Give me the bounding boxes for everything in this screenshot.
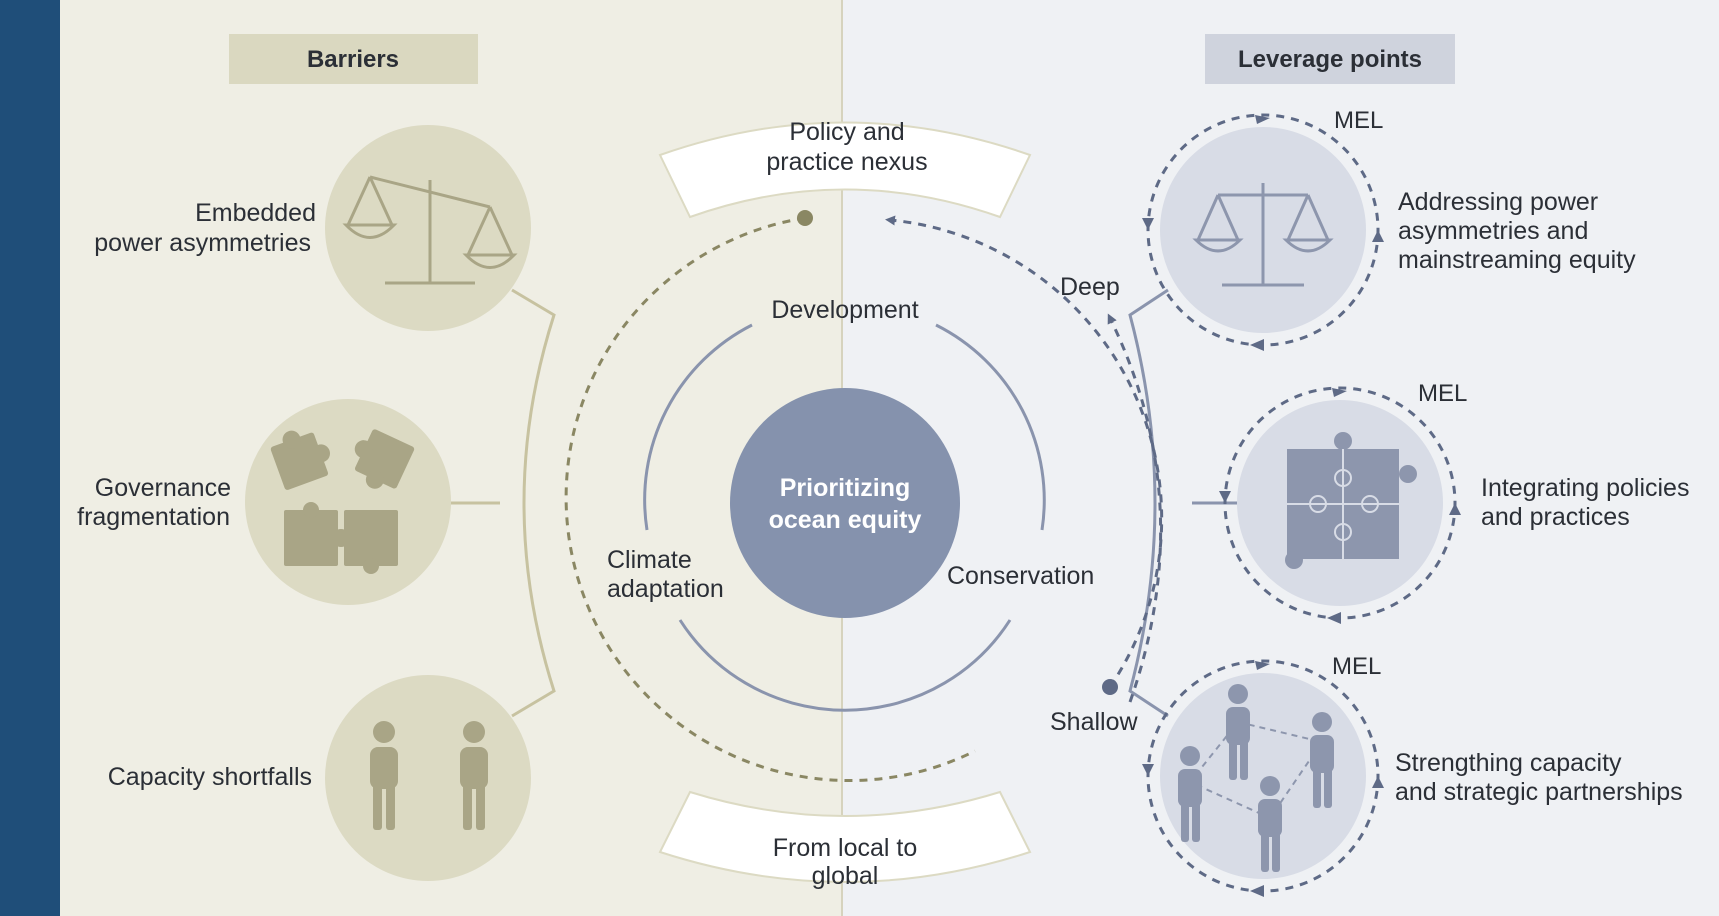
barrier-circle-3 xyxy=(325,675,531,881)
leverage-3-line1: Strengthing capacity xyxy=(1395,749,1622,777)
banner-bottom xyxy=(658,790,1032,883)
climate-label-2: adaptation xyxy=(607,575,724,603)
mel-arrow-icon xyxy=(1372,230,1384,242)
puzzle-icon xyxy=(1285,432,1417,569)
network-people-icon xyxy=(1178,684,1334,872)
mel-arrow-icon xyxy=(1255,661,1270,670)
barrier-3-line1: Capacity shortfalls xyxy=(108,763,312,791)
leverage-1-line1: Addressing power xyxy=(1398,188,1598,216)
shallow-label: Shallow xyxy=(1050,708,1138,736)
inner-arc-right xyxy=(935,323,1046,531)
leverage-header: Leverage points xyxy=(1238,46,1422,73)
mel-arrow-icon xyxy=(1449,503,1461,515)
climate-label-1: Climate xyxy=(607,546,692,574)
mel-arrow-icon xyxy=(1372,776,1384,788)
banner-bottom-line2: global xyxy=(812,862,879,890)
deep-label: Deep xyxy=(1060,273,1120,301)
leverage-2-line1: Integrating policies xyxy=(1481,474,1689,502)
banner-top-line1: Policy and xyxy=(789,118,904,146)
barrier-2-line1: Governance xyxy=(95,474,231,502)
barrier-circle-1 xyxy=(325,125,531,331)
mel-arrow-icon xyxy=(1250,339,1264,351)
mel-arrow-icon xyxy=(1255,115,1270,124)
center-line1: Prioritizing xyxy=(780,474,911,502)
inner-arc-left xyxy=(643,323,753,531)
banner-top xyxy=(658,121,1032,219)
scales-icon xyxy=(342,175,518,285)
slate-arc-dot xyxy=(1102,679,1118,695)
people-icon xyxy=(370,721,488,830)
mel-arrow-icon xyxy=(1142,764,1154,776)
leverage-header-box xyxy=(1205,34,1455,84)
barriers-bracket xyxy=(511,288,556,718)
banner-top-line2: practice nexus xyxy=(766,148,927,176)
center-line2: ocean equity xyxy=(769,506,922,534)
mel-arrow-icon xyxy=(1332,388,1347,397)
depth-arrow xyxy=(1107,313,1163,703)
development-label: Development xyxy=(771,296,918,324)
barrier-1-line1: Embedded xyxy=(195,199,316,227)
barrier-1-line2: power asymmetries xyxy=(94,229,311,257)
conservation-label: Conservation xyxy=(947,562,1094,590)
center-circle xyxy=(730,388,960,618)
mel-label-1: MEL xyxy=(1334,107,1383,134)
mel-label-3: MEL xyxy=(1332,653,1381,680)
mel-arrow-icon xyxy=(1142,218,1154,230)
leverage-2-line2: and practices xyxy=(1481,503,1630,531)
leverage-bracket xyxy=(1128,288,1169,718)
leverage-3-line2: and strategic partnerships xyxy=(1395,778,1683,806)
outer-olive-arc xyxy=(564,216,976,782)
mel-arrow-icon xyxy=(1327,612,1341,624)
mel-label-2: MEL xyxy=(1418,380,1467,407)
barrier-circle-2 xyxy=(245,399,451,605)
scales-icon xyxy=(1192,183,1334,287)
puzzle-icon xyxy=(270,429,415,574)
leverage-1-line2: asymmetries and xyxy=(1398,217,1588,245)
mel-arrow-icon xyxy=(1219,491,1231,503)
barriers-header-box xyxy=(229,34,478,84)
barrier-2-line2: fragmentation xyxy=(77,503,230,531)
inner-arc-bottom xyxy=(678,619,1012,712)
olive-arc-dot xyxy=(797,210,813,226)
outer-slate-arc xyxy=(885,215,1164,688)
mel-arrow-icon xyxy=(1250,885,1264,897)
banner-bottom-line1: From local to xyxy=(773,834,917,862)
leverage-1-line3: mainstreaming equity xyxy=(1398,246,1636,274)
barriers-header: Barriers xyxy=(307,46,399,73)
